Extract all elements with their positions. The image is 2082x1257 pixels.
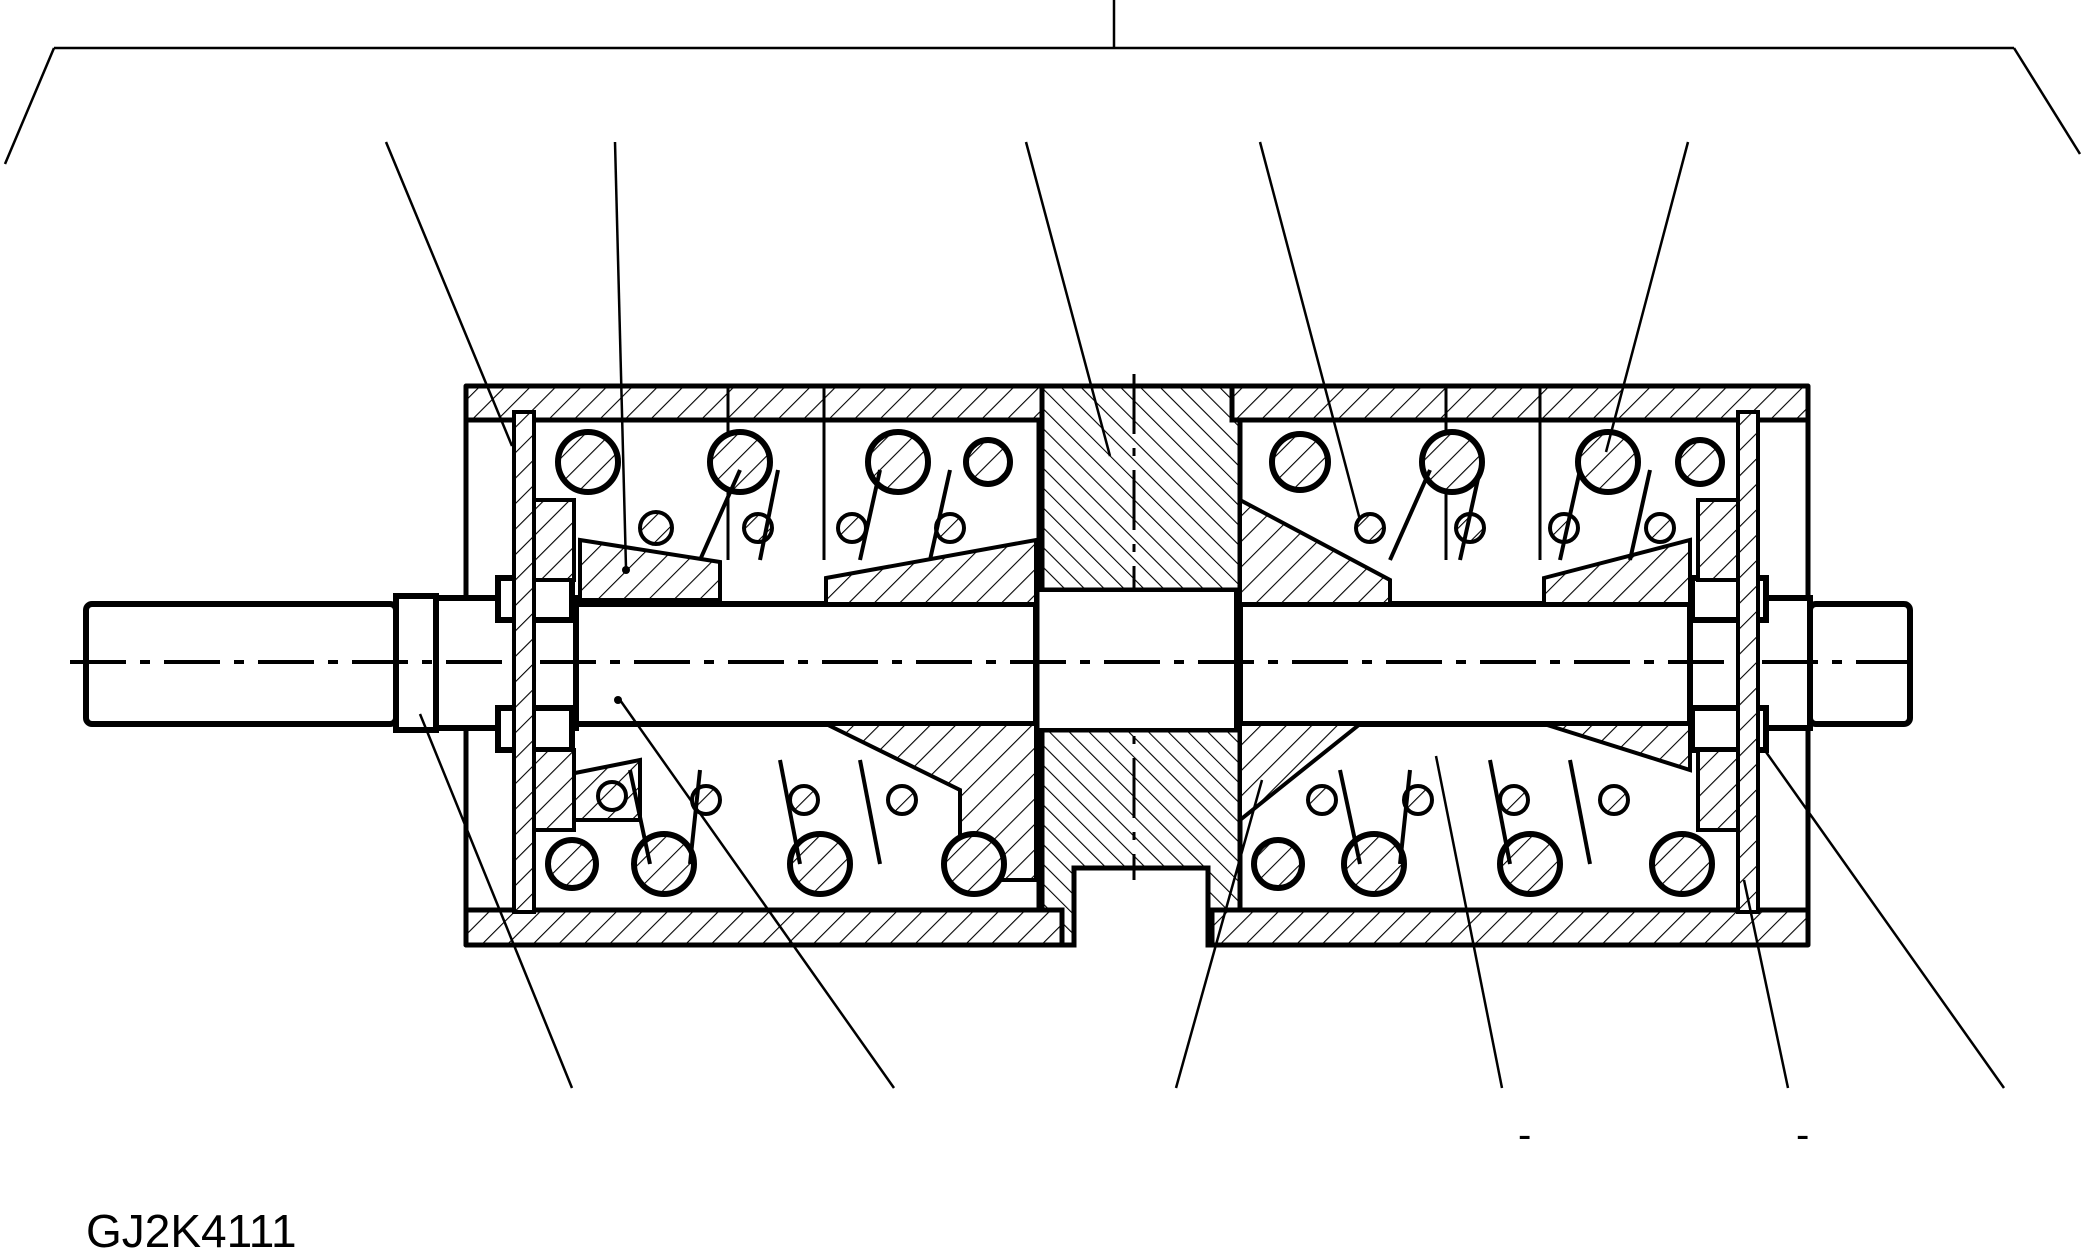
leader-dots <box>614 566 630 704</box>
end-plates <box>512 410 1760 914</box>
dash-mark-left: - <box>1518 1113 1531 1157</box>
leader-lines <box>384 141 2006 1089</box>
drawing-code: GJ2K4111 <box>86 1205 297 1257</box>
spring-coil-sections <box>545 429 1725 897</box>
dash-mark-right: - <box>1796 1113 1809 1157</box>
spring-wire-lines <box>628 469 1652 865</box>
bracket-lines <box>3 0 2082 165</box>
dash-marks: - - <box>1518 1113 1809 1157</box>
small-coil-sections <box>596 510 1676 816</box>
